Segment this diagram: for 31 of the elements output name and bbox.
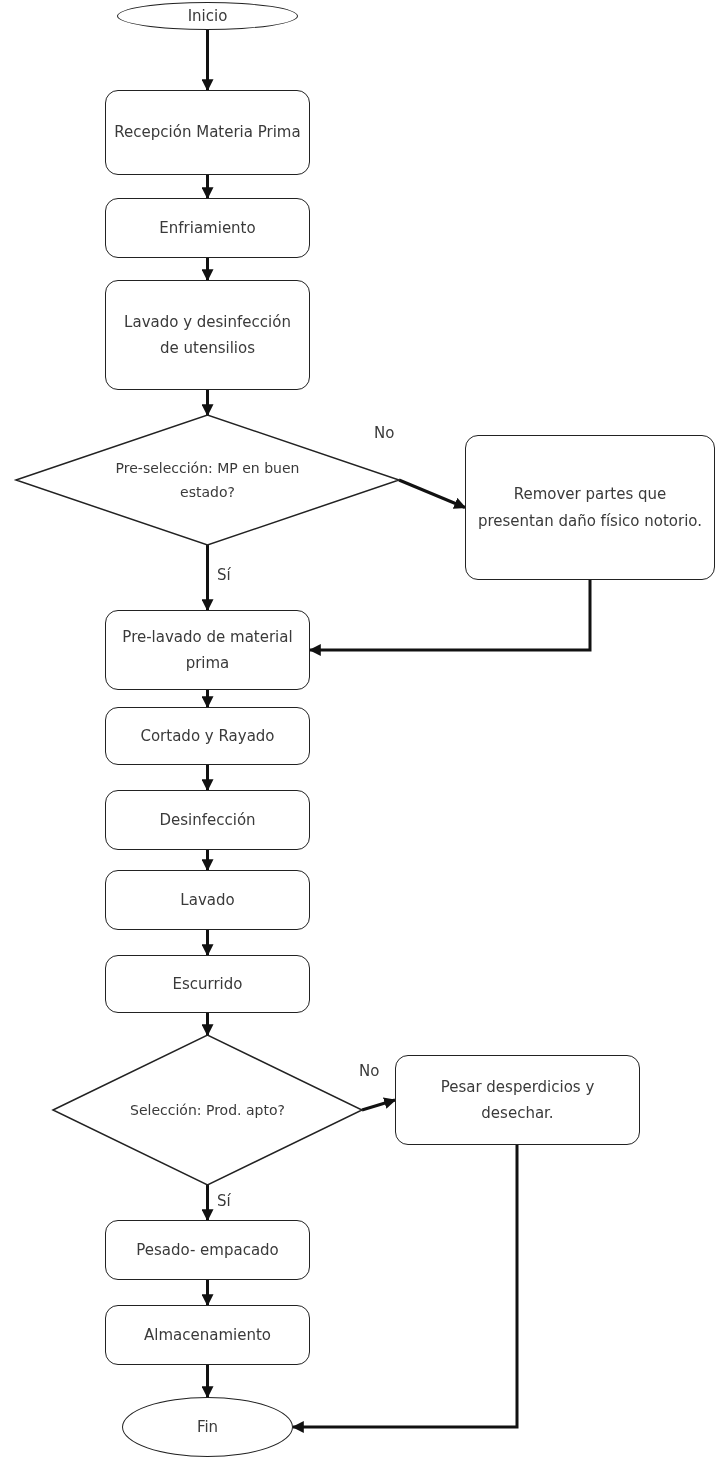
process-box: Enfriamiento (105, 198, 310, 258)
arrow (201, 390, 214, 417)
process-box: Recepción Materia Prima (105, 90, 310, 175)
process-box: Pesado- empacado (105, 1220, 310, 1280)
arrow (398, 478, 467, 509)
process-box: Cortado y Rayado (105, 707, 310, 765)
process-box: Lavado (105, 870, 310, 930)
arrow (201, 850, 214, 872)
arrow (201, 765, 214, 792)
arrow (361, 1097, 397, 1112)
arrow (201, 30, 214, 92)
arrow (201, 1365, 214, 1399)
arrow (201, 175, 214, 200)
arrow (201, 930, 214, 957)
arrow (201, 258, 214, 282)
process-box: Lavado y desinfección de utensilios (105, 280, 310, 390)
process-box: Pre-lavado de material prima (105, 610, 310, 690)
process-box: Almacenamiento (105, 1305, 310, 1365)
arrow (291, 1145, 519, 1433)
process-box: Escurrido (105, 955, 310, 1013)
process-box: Remover partes que presentan daño físico notorio. (465, 435, 715, 580)
arrow (201, 1013, 214, 1037)
process-box: Desinfección (105, 790, 310, 850)
process-box: Pesar desperdicios y desechar. (395, 1055, 640, 1145)
terminal-ellipse: Inicio (117, 2, 298, 30)
arrow (201, 545, 214, 612)
arrow (201, 690, 214, 709)
terminal-ellipse: Fin (122, 1397, 293, 1457)
arrow (201, 1280, 214, 1307)
arrow (308, 580, 592, 656)
arrow (201, 1185, 214, 1222)
